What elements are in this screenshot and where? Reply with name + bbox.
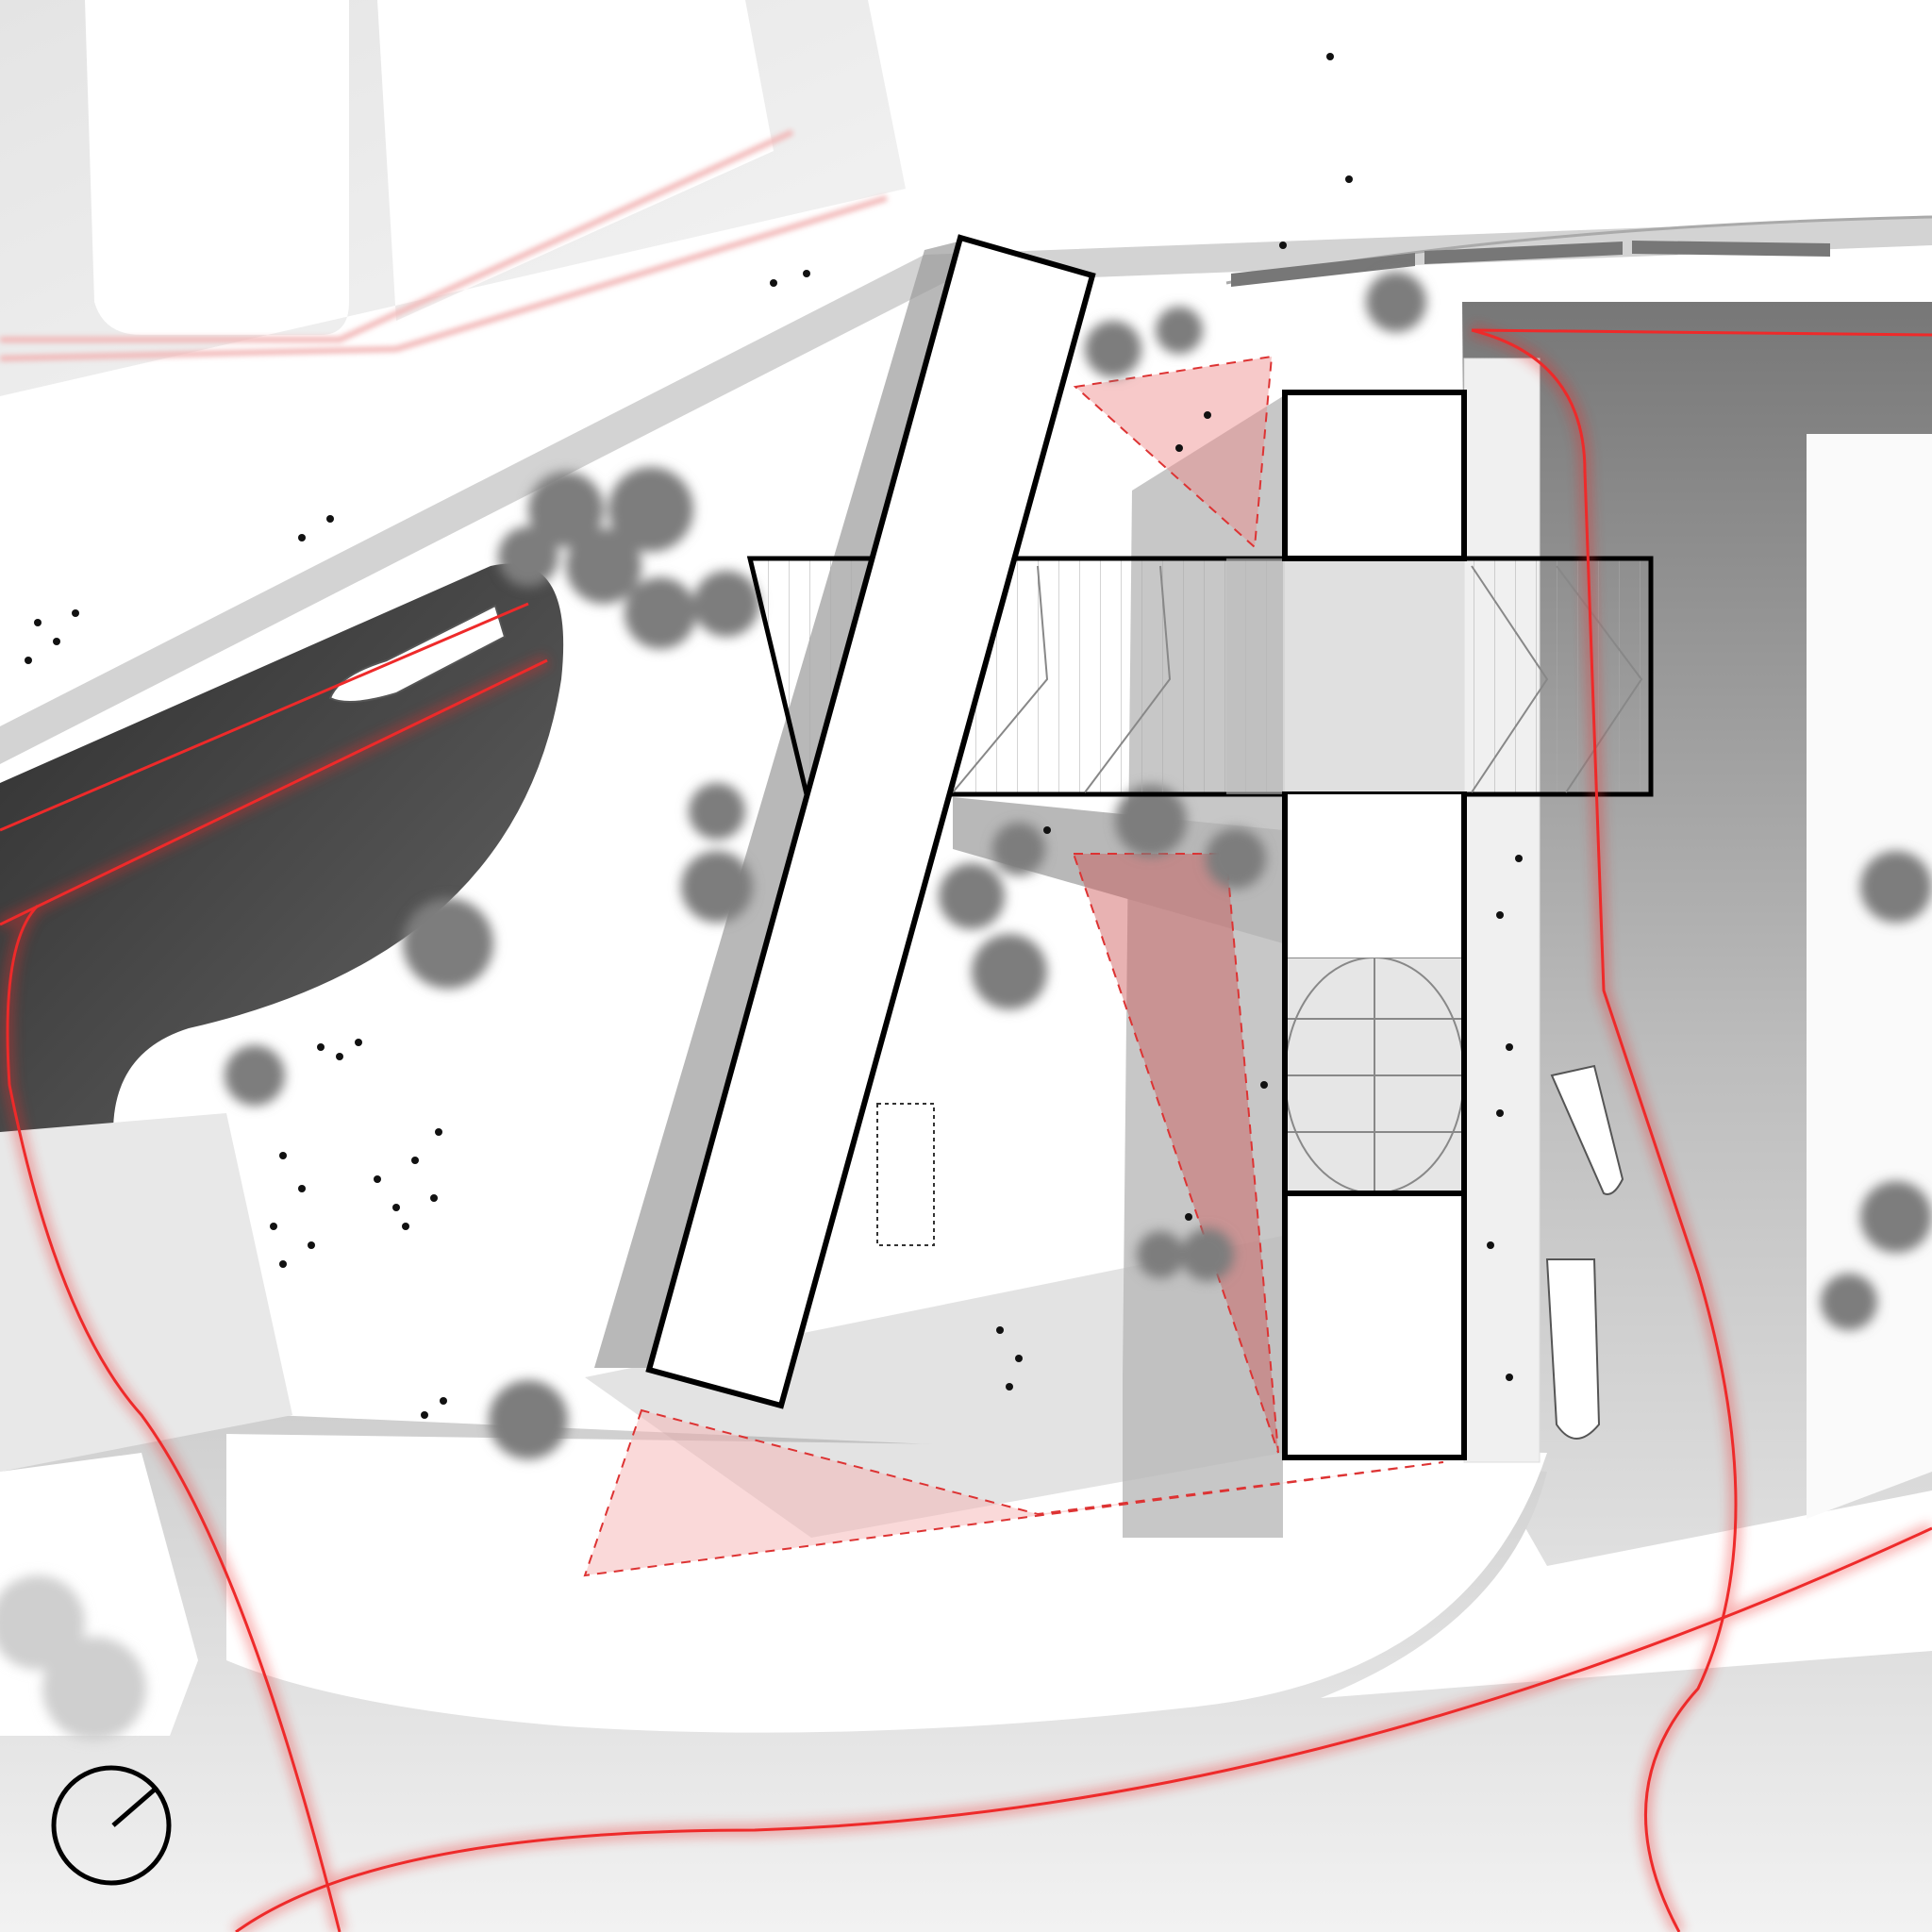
- canal-water: [0, 563, 564, 1160]
- view-cones: [583, 355, 1444, 1577]
- building-vertical-north: [1282, 390, 1467, 561]
- building-slanted: [645, 234, 1096, 1409]
- circulation-paths: [0, 324, 1932, 1932]
- quay-right: [1807, 434, 1932, 1519]
- north-arrow-icon: [51, 1765, 172, 1886]
- tree-icon: [0, 1575, 146, 1740]
- boat-icon: [328, 604, 1624, 1440]
- person-icon: [25, 53, 1523, 1419]
- amphitheater: [1284, 957, 1465, 1194]
- tree-icon: [225, 272, 1932, 1459]
- train-icon: [1231, 241, 1830, 287]
- dock-right: [1463, 358, 1541, 1463]
- boardwalk-left: [0, 1113, 292, 1472]
